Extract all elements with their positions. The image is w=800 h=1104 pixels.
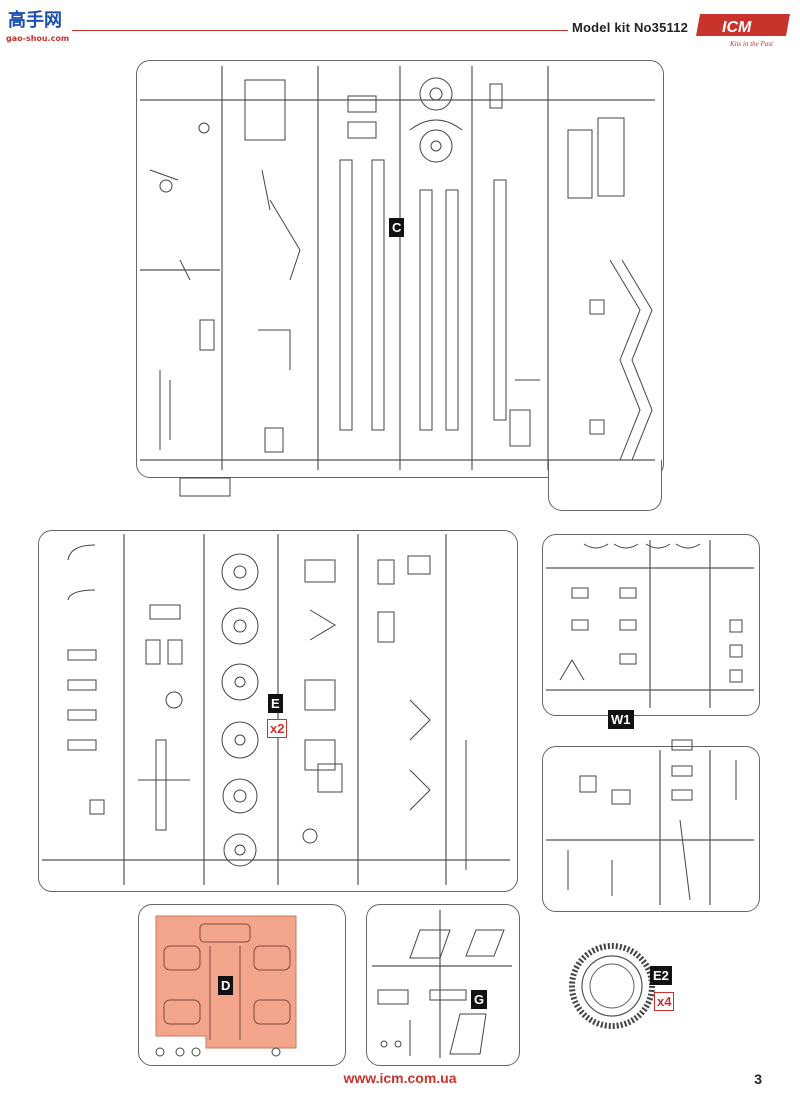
svg-text:Kits in the Past: Kits in the Past <box>729 40 774 48</box>
sprue-w1-top-frame <box>542 534 760 716</box>
sprue-w1-bottom-frame <box>542 746 760 912</box>
watermark-logo: 高手网 gao-shou.com <box>6 4 76 46</box>
model-kit-title: Model kit No35112 <box>572 20 689 35</box>
sprue-e-quantity: x2 <box>267 719 288 738</box>
sprue-w1-label: W1 <box>608 710 634 729</box>
icm-logo: ICM Kits in the Past <box>694 12 794 52</box>
sprue-g-label: G <box>471 990 488 1009</box>
sprue-e2-label: E2 <box>650 966 672 985</box>
svg-text:gao-shou.com: gao-shou.com <box>6 34 69 43</box>
page-number: 3 <box>754 1071 762 1087</box>
header-rule <box>72 30 568 31</box>
watermark-chars: 高手网 <box>8 9 62 31</box>
sprue-d-label: D <box>218 976 234 995</box>
svg-text:ICM: ICM <box>722 19 752 36</box>
sprue-c-label: C <box>389 218 405 237</box>
sprue-g-frame <box>366 904 520 1066</box>
sprue-e-label: E <box>268 694 283 713</box>
footer-website-link[interactable]: www.icm.com.ua <box>343 1070 457 1086</box>
sprue-c-tab <box>548 460 662 511</box>
sprue-e2-quantity: x4 <box>654 992 675 1011</box>
